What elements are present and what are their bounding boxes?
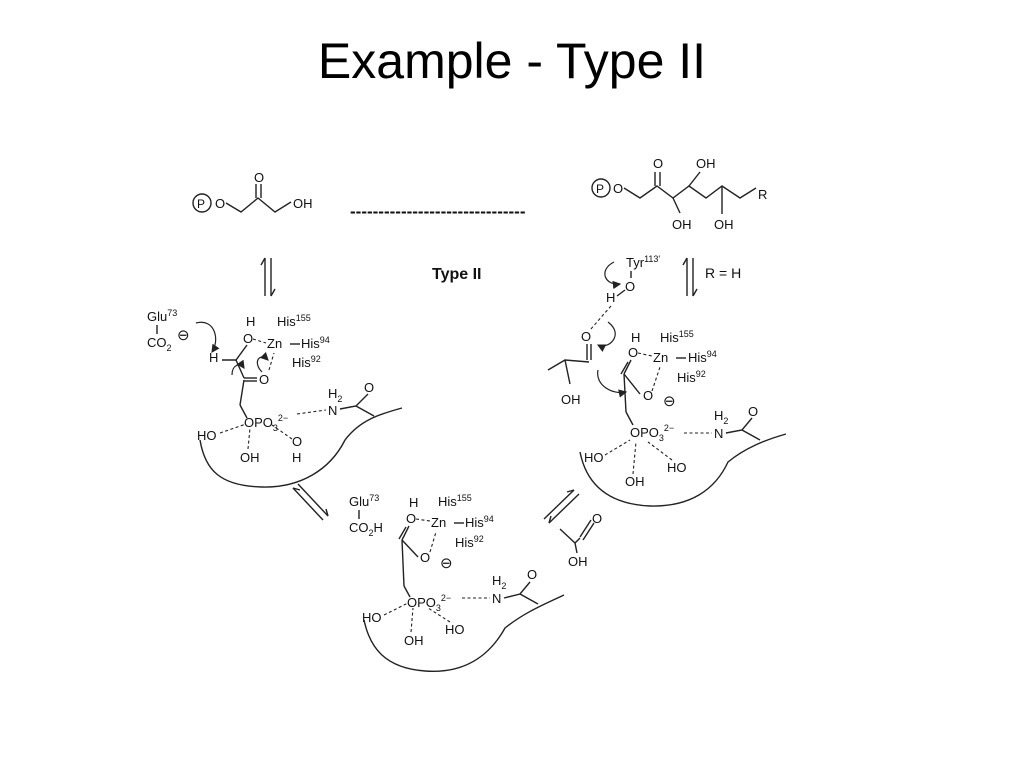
hydroxyl-oh: OH	[240, 450, 260, 465]
his92-label: His92	[455, 534, 484, 550]
hydroxyl-label: OH	[293, 196, 313, 211]
dhap-structure: P O O OH	[192, 170, 313, 213]
aldehyde-oxygen: O	[592, 511, 602, 526]
aldehyde-hydroxyl: OH	[568, 554, 588, 569]
amide-nitrogen: N	[328, 403, 337, 418]
right-zinc-complex: Tyr113' O H O OH H O Zn His155 His94 His…	[547, 254, 787, 507]
equilibrium-arrow-left	[260, 257, 276, 297]
carbonyl-oxygen: O	[254, 170, 264, 185]
hydroxyl-o: O	[406, 511, 416, 526]
hydroxyl-b: OH	[714, 217, 734, 232]
aldehyde-hydroxyl: OH	[561, 392, 581, 407]
carboxylate-label: CO2	[147, 335, 172, 353]
his94-label: His94	[688, 349, 717, 365]
hydroxyl-h: H	[631, 330, 640, 345]
carbonyl-oxygen: O	[653, 156, 663, 171]
hydroxyl-h: H	[409, 495, 418, 510]
hydroxyl-ho-b: HO	[667, 460, 687, 475]
tyr-label: Tyr113'	[626, 254, 660, 270]
enolate-oxygen: O	[420, 550, 430, 565]
phosphate-group: OPO32−	[630, 423, 674, 443]
phosphate-group: OPO32−	[407, 593, 451, 613]
his94-label: His94	[301, 335, 330, 351]
amide-oxygen: O	[748, 404, 758, 419]
carbonyl-oxygen: O	[259, 372, 269, 387]
zinc-ion: Zn	[653, 350, 668, 365]
amide-h2: H2	[328, 386, 342, 404]
aldehyde-oxygen: O	[581, 329, 591, 344]
serine-o: O	[292, 434, 302, 449]
hydroxyl-a: OH	[672, 217, 692, 232]
ester-oxygen: O	[215, 196, 225, 211]
enolate-oxygen: O	[643, 388, 653, 403]
hydroxyl-ho-b: HO	[445, 622, 465, 637]
hydroxyl-h: H	[246, 314, 255, 329]
glu-label: Glu73	[349, 493, 379, 509]
hydroxyl-o: O	[628, 345, 638, 360]
amide-oxygen: O	[364, 380, 374, 395]
tyr-oxygen: O	[625, 279, 635, 294]
tyr-hydrogen: H	[606, 290, 615, 305]
phosphate-group: OPO32−	[244, 413, 288, 433]
r-equals-h-label: R = H	[705, 265, 741, 281]
minus-charge: ⊖	[177, 327, 190, 344]
his155-label: His155	[277, 313, 311, 329]
serine-h: H	[292, 450, 301, 465]
phosphate-symbol: P	[596, 182, 604, 196]
hydroxyl-top: OH	[696, 156, 716, 171]
phosphate-circle	[591, 178, 611, 198]
hydroxyl-ho: HO	[197, 428, 217, 443]
separator-dashes: -------------------------------	[350, 202, 526, 221]
amide-oxygen: O	[527, 567, 537, 582]
his94-label: His94	[465, 514, 494, 530]
equilibrium-arrow-right	[682, 257, 698, 297]
zinc-ion: Zn	[431, 515, 446, 530]
amide-h2: H2	[714, 408, 728, 426]
carboxylic-acid-label: CO2H	[349, 520, 383, 538]
amide-nitrogen: N	[492, 591, 501, 606]
type-ii-label: Type II	[432, 266, 482, 283]
amide-nitrogen: N	[714, 426, 723, 441]
minus-charge: ⊖	[663, 393, 676, 410]
released-aldehyde: O OH	[559, 511, 602, 569]
ester-oxygen: O	[613, 181, 623, 196]
bottom-zinc-complex: Glu73 CO2H H O Zn His155 His94 His92 O ⊖…	[349, 493, 565, 672]
left-zinc-complex: Glu73 CO2 ⊖ H H O Zn His155 His94 His92 …	[147, 308, 403, 488]
his92-label: His92	[677, 369, 706, 385]
equilibrium-arrow-lower-right	[543, 489, 580, 524]
r-group: R	[758, 187, 767, 202]
hydroxyl-ho-a: HO	[584, 450, 604, 465]
ketose-phosphate-structure: P O O OH OH OH R	[591, 156, 767, 232]
glu-label: Glu73	[147, 308, 177, 324]
alpha-hydrogen: H	[209, 350, 218, 365]
zinc-ion: Zn	[267, 336, 282, 351]
hydroxyl-oh: OH	[404, 633, 424, 648]
phosphate-symbol: P	[197, 197, 205, 211]
his155-label: His155	[438, 493, 472, 509]
slide-title: Example - Type II	[317, 33, 707, 89]
hydroxyl-oh: OH	[625, 474, 645, 489]
his155-label: His155	[660, 329, 694, 345]
equilibrium-arrow-lower-left	[292, 483, 329, 521]
hydroxyl-ho-a: HO	[362, 610, 382, 625]
amide-h2: H2	[492, 573, 506, 591]
phosphate-circle	[192, 193, 212, 213]
his92-label: His92	[292, 354, 321, 370]
hydroxyl-o: O	[243, 331, 253, 346]
minus-charge: ⊖	[440, 555, 453, 572]
